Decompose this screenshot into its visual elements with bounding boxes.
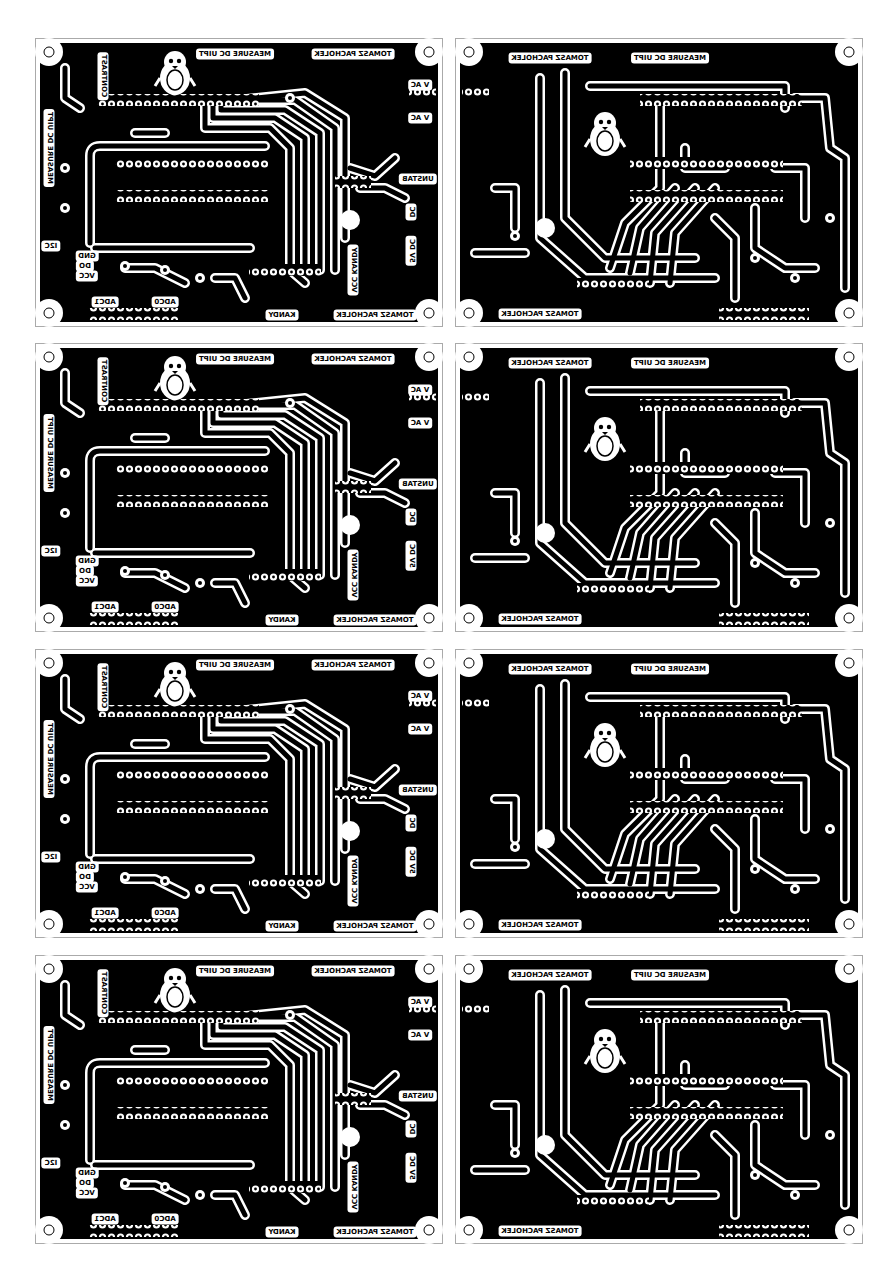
silkscreen-label: TOMASZ PACHOLEK xyxy=(498,1226,581,1237)
silkscreen-label: I2C xyxy=(42,241,61,252)
silkscreen-label: I2C xyxy=(42,546,61,557)
silkscreen-label: TOMASZ PACHOLEK xyxy=(508,970,591,981)
silkscreen-label: DC xyxy=(406,509,417,526)
silkscreen-label: VCC xyxy=(76,576,98,587)
silkscreen-label: TOMASZ PACHOLEK xyxy=(311,354,394,365)
silkscreen-label: 5V DC xyxy=(406,236,417,266)
silkscreen-label: 5V DC xyxy=(406,1153,417,1183)
silkscreen-label: UNSTAB xyxy=(399,1091,437,1102)
silkscreen-label: MEASURE DC UIPT xyxy=(196,354,274,365)
silkscreen-label: I2C xyxy=(42,852,61,863)
silkscreen-label: V AC xyxy=(408,997,432,1008)
silkscreen-label: TOMASZ PACHOLEK xyxy=(498,309,581,320)
silkscreen-label: TOMASZ PACHOLEK xyxy=(333,310,416,321)
silkscreen-label: TOMASZ PACHOLEK xyxy=(311,966,394,977)
silkscreen-label: MEASURE DC UIPT xyxy=(196,966,274,977)
silkscreen-label: VCC KANDY xyxy=(348,549,359,600)
silkscreen-label: VCC xyxy=(76,1188,98,1199)
silkscreen-label: V AC xyxy=(408,691,432,702)
silkscreen-label: DC xyxy=(406,815,417,832)
silkscreen-label: TOMASZ PACHOLEK xyxy=(333,921,416,932)
silkscreen-label: MEASURE DC UIPT xyxy=(631,53,709,64)
silkscreen-label: VCC xyxy=(76,271,98,282)
silkscreen-label: ADC0 xyxy=(151,297,178,308)
silkscreen-label: KANDY xyxy=(265,310,298,321)
silkscreen-label: TOMASZ PACHOLEK xyxy=(333,1227,416,1238)
silkscreen-label: V AC xyxy=(408,418,432,429)
silkscreen-label: ADC1 xyxy=(91,297,118,308)
silkscreen-label: 5V DC xyxy=(406,541,417,571)
silkscreen-label: I2C xyxy=(42,1158,61,1169)
silkscreen-label: V AC xyxy=(408,113,432,124)
silkscreen-label: V AC xyxy=(408,1030,432,1041)
silkscreen-label: KANDY xyxy=(265,1227,298,1238)
silkscreen-label: VCC KANDY xyxy=(348,855,359,906)
silkscreen-label: ADC0 xyxy=(151,908,178,919)
silkscreen-label: MEASURE DC UIPT xyxy=(44,1026,55,1104)
silkscreen-label: UNSTAB xyxy=(399,785,437,796)
silkscreen-label: CONTRAST xyxy=(98,52,109,100)
silkscreen-label: VCC KANDY xyxy=(348,244,359,295)
silkscreen-label: ADC1 xyxy=(91,602,118,613)
silkscreen-label: ADC0 xyxy=(151,1214,178,1225)
silkscreen-label: ADC0 xyxy=(151,602,178,613)
silkscreen-label: TOMASZ PACHOLEK xyxy=(498,614,581,625)
silkscreen-label: V AC xyxy=(408,724,432,735)
silkscreen-label: MEASURE DC UIPT xyxy=(631,358,709,369)
silkscreen-label: UNSTAB xyxy=(399,174,437,185)
silkscreen-label: MEASURE DC UIPT xyxy=(196,660,274,671)
silkscreen-label: TOMASZ PACHOLEK xyxy=(508,664,591,675)
silkscreen-label: VCC xyxy=(76,882,98,893)
silkscreen-label: MEASURE DC UIPT xyxy=(44,720,55,798)
silkscreen-label: CONTRAST xyxy=(98,969,109,1017)
silkscreen-label: TOMASZ PACHOLEK xyxy=(508,53,591,64)
silkscreen-label: 5V DC xyxy=(406,847,417,877)
silkscreen-label: KANDY xyxy=(265,615,298,626)
silkscreen-label: V AC xyxy=(408,385,432,396)
silkscreen-label: UNSTAB xyxy=(399,479,437,490)
silkscreen-label: MEASURE DC UIPT xyxy=(196,49,274,60)
silkscreen-label: TOMASZ PACHOLEK xyxy=(311,49,394,60)
silkscreen-label: TOMASZ PACHOLEK xyxy=(333,615,416,626)
silkscreen-label: DC xyxy=(406,204,417,221)
silkscreen-label: ADC1 xyxy=(91,908,118,919)
silkscreen-label: ADC1 xyxy=(91,1214,118,1225)
silkscreen-label: CONTRAST xyxy=(98,357,109,405)
silkscreen-label: V AC xyxy=(408,80,432,91)
silkscreen-label: CONTRAST xyxy=(98,663,109,711)
silkscreen-label: KANDY xyxy=(265,921,298,932)
silkscreen-label: TOMASZ PACHOLEK xyxy=(311,660,394,671)
silkscreen-label: MEASURE DC UIPT xyxy=(631,664,709,675)
silkscreen-label: DC xyxy=(406,1121,417,1138)
silkscreen-label: TOMASZ PACHOLEK xyxy=(498,920,581,931)
silkscreen-label: TOMASZ PACHOLEK xyxy=(508,358,591,369)
silkscreen-label: MEASURE DC UIPT xyxy=(631,970,709,981)
silkscreen-label: MEASURE DC UIPT xyxy=(44,109,55,187)
silkscreen-label: MEASURE DC UIPT xyxy=(44,414,55,492)
silkscreen-label: VCC KANDY xyxy=(348,1161,359,1212)
